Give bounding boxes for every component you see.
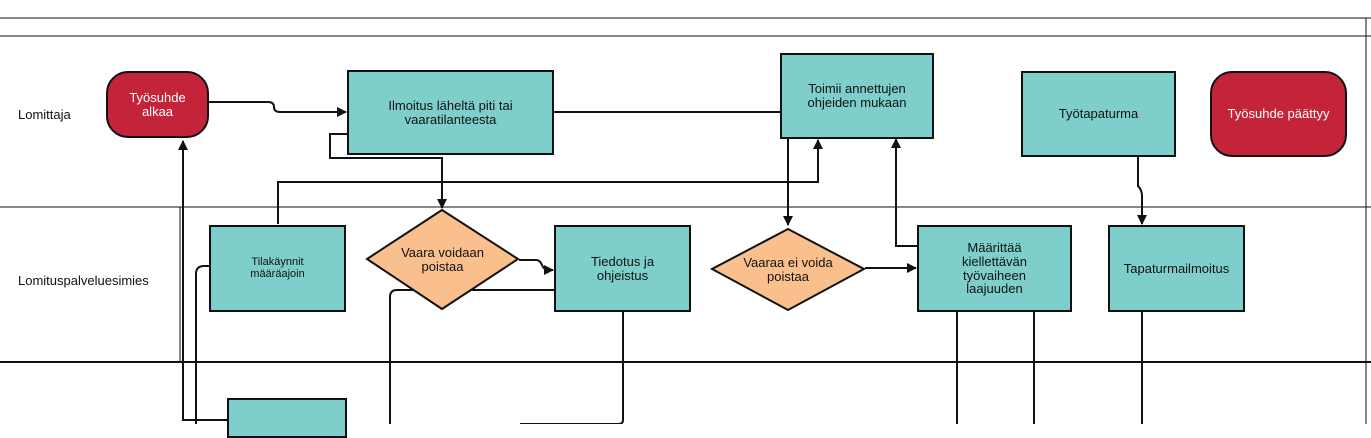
decision-yes-label: Vaara voidaan poistaa	[401, 244, 484, 274]
determine-process: Määrittää kiellettävän työvaiheen laajuu…	[917, 225, 1072, 312]
inform-process: Tiedotus ja ohjeistus	[554, 225, 691, 312]
connector-lane3-start	[178, 140, 227, 421]
connector-inform-left	[389, 289, 555, 424]
connector-visits-side	[195, 265, 210, 424]
lane3-process-partial	[227, 398, 347, 438]
decision-yes-shape	[365, 208, 520, 311]
connector-decision-inform	[519, 259, 554, 275]
connector-report-decision	[329, 133, 447, 209]
decision-no: Vaaraa ei voida poistaa	[710, 227, 866, 312]
report-process: Ilmoitus läheltä piti tai vaaratilantees…	[347, 70, 554, 155]
swimlane-diagram: Lomittaja Lomituspalveluesimies Työsuhde…	[0, 17, 1371, 438]
decision-no-shape	[710, 227, 866, 312]
accident-report-process: Tapaturmailmoitus	[1108, 225, 1245, 312]
act-process: Toimii annettujen ohjeiden mukaan	[780, 53, 934, 139]
end-terminal: Työsuhde päättyy	[1210, 71, 1347, 157]
visits-process: Tilakäynnit määräajoin	[209, 225, 346, 312]
diagram-lines	[0, 17, 1371, 424]
decision-yes: Vaara voidaan poistaa	[365, 208, 520, 311]
connector-determine-act	[891, 138, 918, 247]
lane-label-lomittaja: Lomittaja	[18, 107, 71, 122]
connector-start-report	[208, 101, 347, 117]
accident-process: Työtapaturma	[1021, 71, 1176, 157]
lane-label-lomituspalveluesimies: Lomituspalveluesimies	[18, 273, 149, 288]
start-terminal: Työsuhde alkaa	[106, 71, 209, 138]
connector-visits-act	[277, 139, 823, 224]
decision-no-label: Vaaraa ei voida poistaa	[743, 254, 833, 284]
connector-accident-report	[1137, 156, 1147, 225]
connector-inform-down	[520, 311, 624, 424]
